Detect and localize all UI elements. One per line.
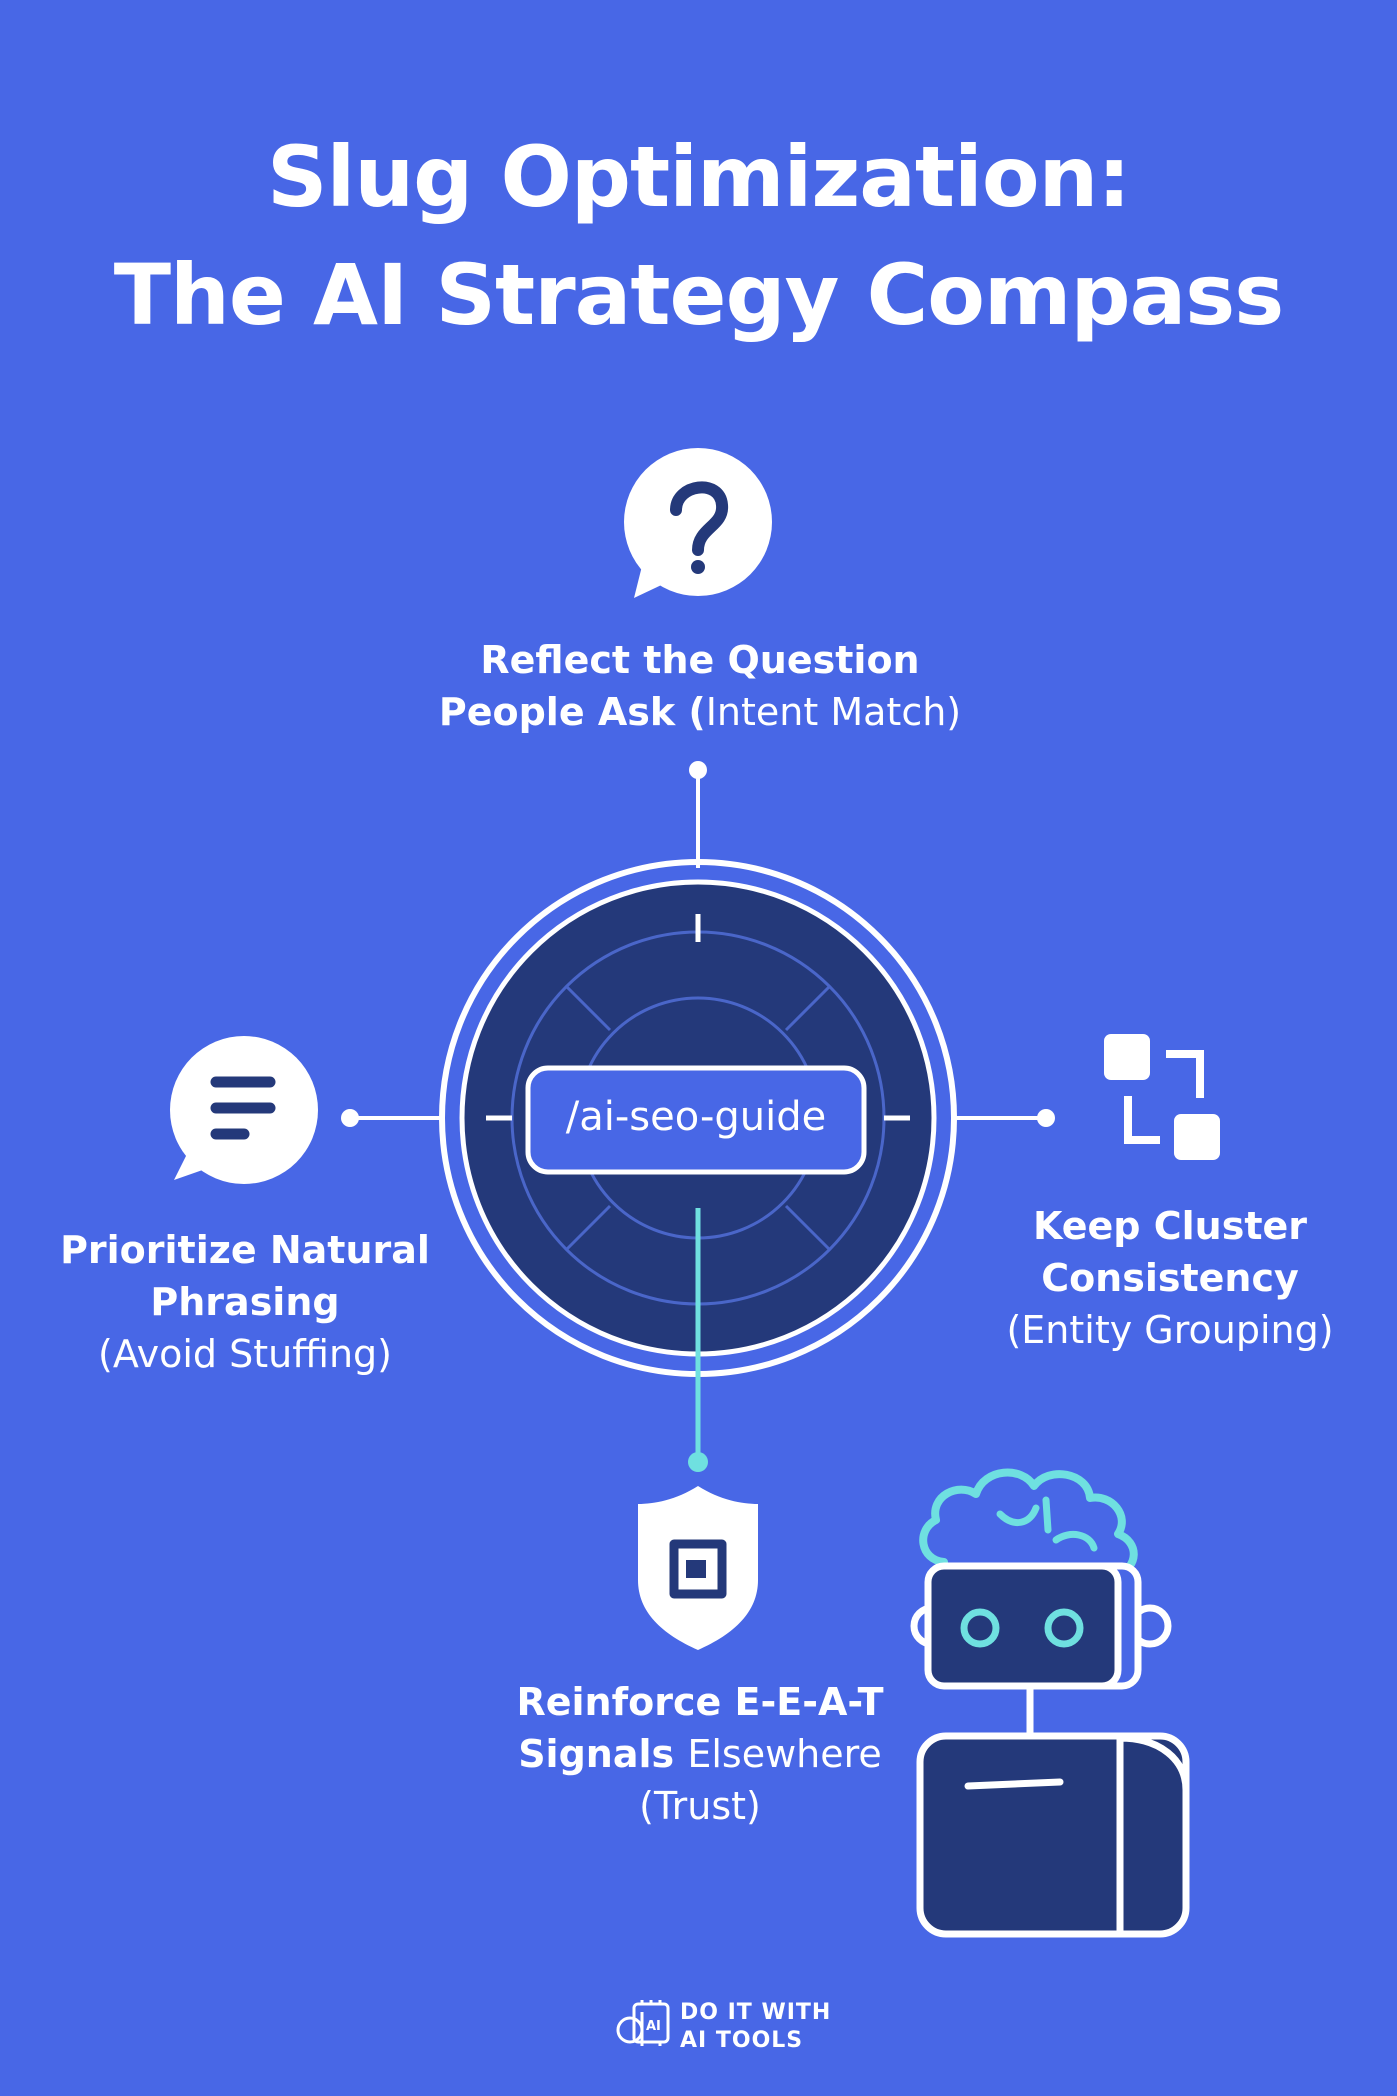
label-right-line-1: Keep Cluster: [1032, 1204, 1307, 1248]
label-intent-match: Reflect the Question People Ask (Intent …: [380, 634, 1020, 738]
label-top-line-2: People Ask (Intent Match): [380, 686, 1020, 738]
cluster-squares-icon: [1104, 1034, 1220, 1160]
label-bottom-line-1: Reinforce E-E-A-T: [516, 1680, 884, 1724]
connector-top: [689, 761, 707, 868]
label-top-line-2-bold: People Ask (: [438, 690, 706, 734]
label-cluster-consistency: Keep Cluster Consistency (Entity Groupin…: [960, 1200, 1380, 1356]
label-bottom-line-3: (Trust): [639, 1784, 761, 1828]
brand-line-2: AI TOOLS: [680, 2028, 804, 2053]
brand: DO IT WITH AI TOOLS: [618, 1994, 831, 2060]
brand-text: DO IT WITH AI TOOLS: [680, 1999, 831, 2055]
label-left-line-1: Prioritize Natural: [60, 1228, 430, 1272]
connector-right: [954, 1109, 1055, 1127]
label-right-line-2: Consistency: [1041, 1256, 1299, 1300]
label-eeat-signals: Reinforce E-E-A-T Signals Elsewhere (Tru…: [450, 1676, 950, 1832]
page-title: Slug Optimization: The AI Strategy Compa…: [0, 118, 1397, 354]
connector-bottom: [688, 1208, 708, 1472]
label-bottom-line-2-light: Elsewhere: [687, 1732, 882, 1776]
title-line-2: The AI Strategy Compass: [113, 246, 1285, 344]
question-bubble-icon: [624, 448, 772, 598]
connector-left: [341, 1109, 442, 1127]
brand-line-1: DO IT WITH: [680, 2000, 832, 2025]
brand-logo-icon: AI: [616, 2000, 670, 2046]
svg-text:AI: AI: [646, 2019, 661, 2034]
label-bottom-line-2: Signals Elsewhere: [450, 1728, 950, 1780]
slug-box: [525, 1065, 867, 1175]
shield-icon: [638, 1486, 758, 1650]
label-natural-phrasing: Prioritize Natural Phrasing (Avoid Stuff…: [30, 1224, 460, 1380]
text-bubble-icon: [170, 1036, 318, 1184]
label-bottom-line-2-bold: Signals: [518, 1732, 688, 1776]
label-left-line-3: (Avoid Stuffing): [98, 1332, 392, 1376]
label-top-line-2-light: Intent Match): [705, 690, 962, 734]
slug-text: /ai-seo-guide: [565, 1094, 827, 1140]
brand-logo-spacer: [618, 2001, 670, 2053]
label-right-line-3: (Entity Grouping): [1006, 1308, 1334, 1352]
label-left-line-2: Phrasing: [150, 1280, 340, 1324]
label-top-line-1: Reflect the Question: [480, 638, 920, 682]
robot-brain-icon: [910, 1468, 1190, 1938]
title-line-1: Slug Optimization:: [267, 128, 1131, 226]
